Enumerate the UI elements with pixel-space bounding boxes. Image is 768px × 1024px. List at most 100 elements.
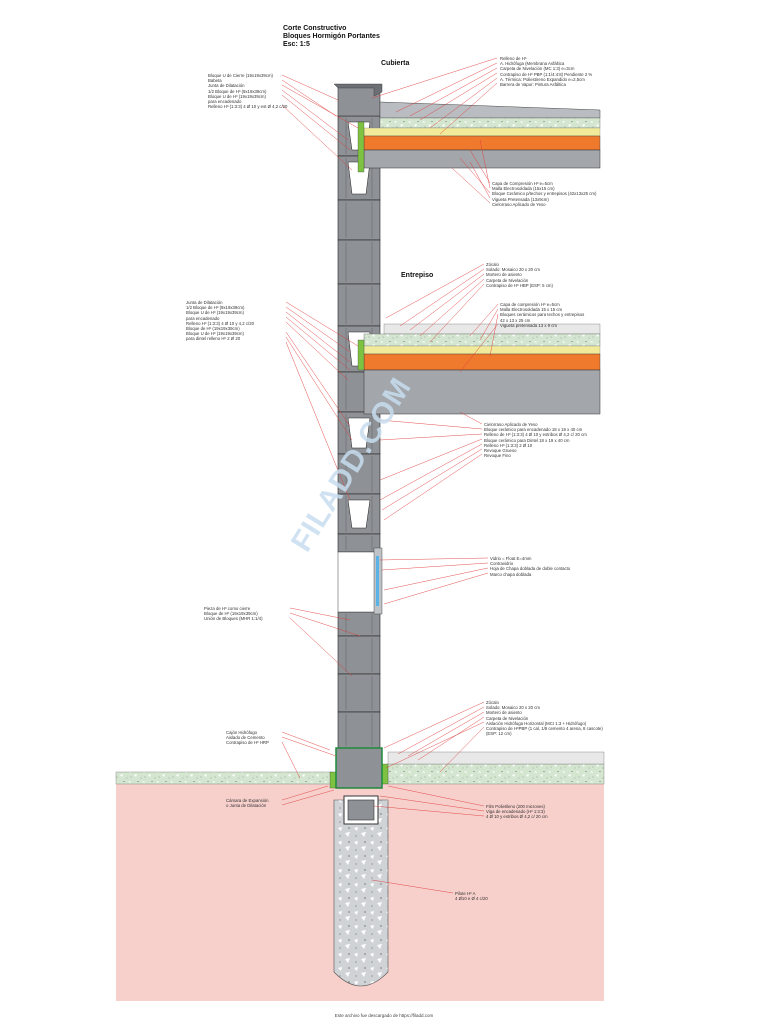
block-wall (337, 115, 381, 749)
label-floor-finish-upper-1: Solado: Mosaico 20 x 20 cm (486, 267, 540, 273)
leader-line-61 (373, 805, 485, 817)
leader-line-37 (379, 438, 483, 481)
label-lower-left-0: Pieza de Hº como cierre (204, 606, 251, 611)
label-mid-right-0: Cielorraso Aplicado de Yeso (484, 422, 538, 427)
label-window-2: Hoja de Chapa doblada de doble contacto (490, 566, 571, 572)
leader-line-9 (281, 89, 349, 141)
label-roof-slab-0: Capa de Compresión Hº e=5cm (492, 181, 553, 186)
label-window-1: Contravidrio (490, 561, 514, 567)
leader-line-55 (407, 711, 485, 757)
label-floor-finish-upper-2: Mortero de asiento (486, 272, 522, 278)
wall-block-9-u-void (347, 499, 371, 529)
label-roof-left-0: Bloque U de Cierre (19x19x39cm) (208, 73, 273, 78)
roof-slab (363, 149, 601, 169)
leader-line-13 (479, 139, 491, 189)
leader-line-8 (281, 84, 359, 129)
leader-line-0 (371, 57, 498, 99)
leader-line-14 (459, 157, 491, 194)
label-pile-1: 4 Ø10 e Ø 4 c/20 (455, 896, 488, 902)
leader-line-25 (459, 323, 499, 373)
label-roof-right-4: A. Térmica: Poliestireno Expandido e=2,5… (500, 76, 585, 82)
leader-line-40 (383, 453, 483, 521)
floor-ceramic-upper (363, 353, 601, 371)
leader-line-10 (281, 94, 351, 151)
label-floor-slab-upper-2: Bloques cerámicos para techos y entrepis… (500, 312, 585, 318)
wall-block-2 (337, 199, 381, 241)
roof-slope (379, 101, 601, 119)
leader-line-48 (281, 731, 331, 751)
leader-line-21 (429, 283, 485, 343)
label-mid-left-5: Bloque de Hº (19x19x39cm) (186, 326, 240, 332)
title-line-3: Esc: 1:5 (283, 41, 310, 49)
leader-line-62 (371, 879, 454, 894)
title-line-2: Bloques Hormigón Portantes (283, 33, 380, 41)
label-foundation-1: Viga de encadenado (Hº 1:3:3) (486, 809, 545, 815)
window-opening (337, 551, 381, 613)
leader-line-23 (479, 308, 499, 341)
label-roof-left-4: Bloque U de Hº (19x19x39cm) (208, 93, 266, 99)
label-floor-finish-lower-5: Contrapiso de HºPBP (1 cal, 1/8 cemento … (486, 726, 603, 732)
label-lower-left-1: Bloque de Hº (19x19x39cm) (204, 611, 258, 617)
label-window-3: Marco chapa doblada (490, 571, 532, 577)
leader-line-54 (397, 706, 485, 755)
leader-line-7 (281, 79, 337, 117)
label-roof-right-3: Contrapiso de Hº PBP (1:1/4:4:8) Pendien… (500, 71, 593, 77)
leader-line-42 (381, 562, 489, 571)
label-floor-finish-lower-0: Zócalo (486, 700, 499, 705)
roof-insulation (363, 127, 601, 137)
label-roof-left-6: Relleno Hº (1:3:3) 4 Ø 10 y est Ø 4,2 c/… (208, 104, 288, 110)
label-mid-left-6: Bloque U de Hº (19x19x39cm) (186, 331, 244, 337)
joint-floor (357, 339, 365, 371)
leader-line-32 (285, 336, 353, 441)
label-floor-slab-upper-4: Vigueta pretensada 13 x 9 cm (500, 322, 558, 328)
leader-line-30 (285, 321, 349, 381)
leader-line-27 (285, 306, 351, 353)
leader-line-51 (281, 785, 329, 801)
label-floor-finish-upper-3: Carpeta de Nivelación (486, 277, 529, 283)
label-floor-finish-lower-3: Carpeta de Nivelación (486, 715, 529, 721)
label-mid-right-1: Bloque cerámico para encadenado 18 x 19 … (484, 427, 583, 433)
floor-insulation-upper (363, 345, 601, 355)
leader-line-53 (383, 701, 485, 749)
leader-line-5 (439, 82, 498, 135)
leader-line-39 (381, 448, 483, 511)
window-glass (376, 556, 379, 606)
label-pile-0: Pilote Hº A (455, 891, 476, 896)
leader-line-60 (379, 795, 485, 812)
joint-roof (357, 121, 365, 173)
label-floor-finish-lower-4: Aislación Hidrófuga Horizontal (MCI 1:3 … (486, 720, 587, 726)
label-mid-left-2: Bloque U de Hº (19x19x39cm) (186, 310, 244, 316)
leader-line-49 (281, 736, 337, 757)
leader-line-33 (285, 341, 351, 501)
label-mid-right-2: Relleno de Hº (1:3:3) 4 Ø 10 y estribos … (484, 432, 587, 438)
label-mid-right-4: Relleno Hº (1:3:3) 2 Ø 10 (484, 442, 533, 448)
label-mid-right-5: Revoque Grueso (484, 448, 517, 454)
joint-ground-right (381, 763, 389, 785)
leader-line-56 (417, 716, 485, 761)
wall-block-11 (337, 611, 381, 637)
flashing (333, 83, 383, 97)
leader-line-52 (281, 789, 335, 806)
leader-line-24 (489, 313, 499, 357)
label-roof-slab-1: Malla Electrosoldada (15x15 cm) (492, 186, 555, 192)
label-mid-left-0: Junta de Dilatación (186, 300, 223, 305)
label-mid-left-7: para dintel relleno Hº 2 Ø 20 (186, 336, 241, 342)
leader-line-3 (419, 72, 498, 121)
label-roof-slab-3: Vigueta Pretensada (13x9cm) (492, 196, 549, 202)
foundation-beam-outline (335, 747, 383, 789)
leader-line-38 (379, 443, 483, 501)
labels-foundation: Film Polietileno (200 micrones)Viga de e… (486, 804, 548, 820)
label-roof-right-1: A. Hidrófuga (Membrana Asfáltica (500, 61, 565, 67)
label-roof-left-1: Babeta (208, 78, 222, 84)
label-window-0: Vidrio = Float E=4mm (490, 556, 532, 561)
leader-line-1 (395, 62, 498, 113)
